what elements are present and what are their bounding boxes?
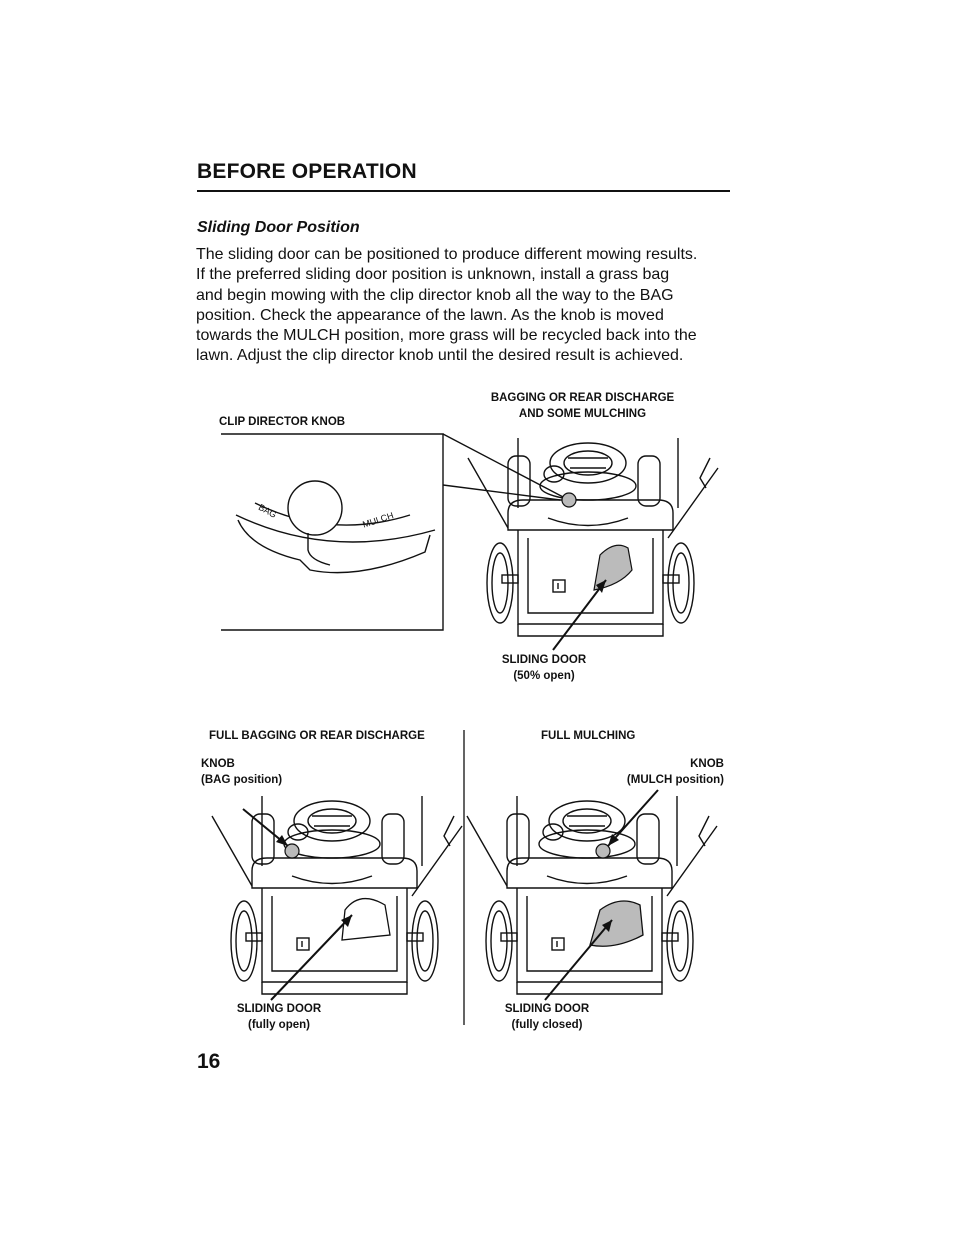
mulch-door-label-line: SLIDING DOOR: [504, 1003, 590, 1015]
mulch-knob-label: KNOB (MULCH position): [594, 756, 724, 788]
body-line: and begin mowing with the clip director …: [196, 286, 674, 304]
mulch-knob-label-line: (MULCH position): [626, 774, 724, 786]
sliding-door-half: [593, 544, 633, 591]
knob-mid-position: [561, 492, 577, 508]
body-line: position. Check the appearance of the la…: [196, 306, 664, 324]
body-line: towards the MULCH position, more grass w…: [196, 327, 697, 345]
clip-director-knob-label: CLIP DIRECTOR KNOB: [219, 416, 346, 428]
subheading: Sliding Door Position: [197, 219, 360, 236]
knob-bag-position: [284, 843, 300, 859]
top-door-label: SLIDING DOOR (50% open): [484, 652, 604, 684]
bag-knob-label-line: (BAG position): [201, 774, 283, 786]
pointer-line-closed-door: [544, 919, 613, 1001]
mower-mulch-illustration: [466, 795, 718, 995]
page-number: 16: [197, 1050, 221, 1073]
bag-figure-title: FULL BAGGING OR REAR DISCHARGE: [209, 730, 425, 742]
mulch-door-label: SLIDING DOOR (fully closed): [487, 1001, 607, 1033]
top-door-label-line: (50% open): [513, 670, 575, 682]
top-figure-title: BAGGING OR REAR DISCHARGE AND SOME MULCH…: [470, 390, 695, 422]
sliding-door-closed: [589, 900, 644, 947]
mulch-knob-label-line: KNOB: [690, 758, 724, 770]
top-door-label-line: SLIDING DOOR: [501, 654, 587, 666]
pointer-line-mulch-knob: [607, 789, 659, 847]
knob-mulch-position: [595, 843, 611, 859]
bag-door-label-line: (fully open): [248, 1019, 310, 1031]
body-line: lawn. Adjust the clip director knob unti…: [196, 347, 684, 365]
top-figure-title-line: BAGGING OR REAR DISCHARGE: [490, 392, 675, 404]
bag-knob-label-line: KNOB: [201, 758, 235, 770]
body-line: If the preferred sliding door position i…: [196, 266, 670, 284]
pointer-line-open-door: [270, 914, 353, 1001]
mower-top-illustration: [467, 437, 719, 637]
top-figure-title-line: AND SOME MULCHING: [518, 408, 647, 420]
title-rule: [197, 190, 730, 192]
body-paragraph: The sliding door can be positioned to pr…: [196, 245, 736, 367]
mower-bag-illustration: [211, 795, 463, 995]
section-title: BEFORE OPERATION: [197, 160, 417, 183]
sliding-door-open: [341, 898, 391, 941]
mulch-figure-title: FULL MULCHING: [541, 730, 636, 742]
mulch-door-label-line: (fully closed): [511, 1019, 583, 1031]
clip-director-knob-detail: [221, 433, 566, 631]
bag-knob-label: KNOB (BAG position): [201, 756, 282, 788]
bag-door-label: SLIDING DOOR (fully open): [219, 1001, 339, 1033]
body-line: The sliding door can be positioned to pr…: [196, 246, 698, 263]
bag-door-label-line: SLIDING DOOR: [236, 1003, 322, 1015]
pointer-line-top-door: [552, 579, 607, 651]
